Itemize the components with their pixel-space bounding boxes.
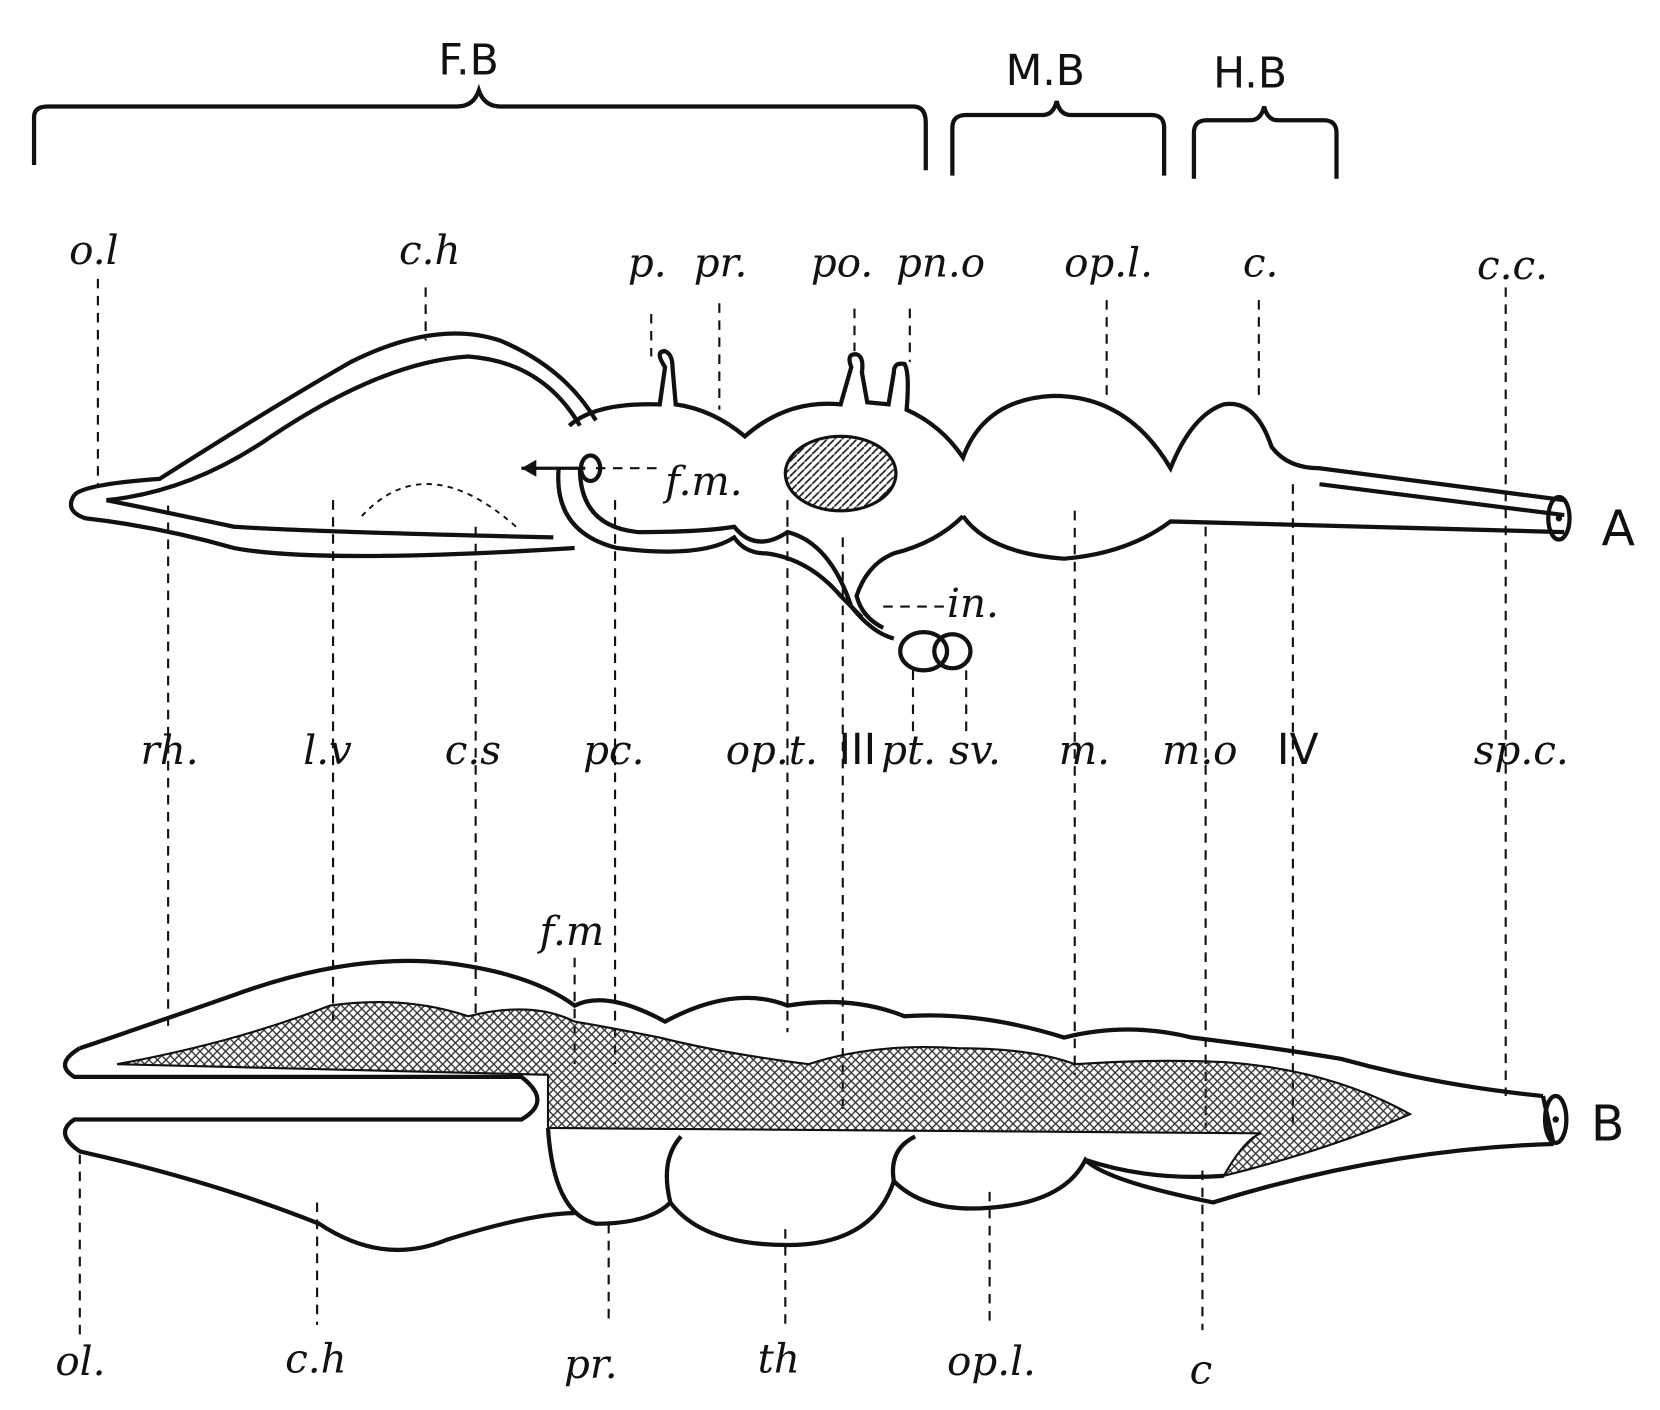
label-po: po. — [811, 239, 873, 287]
figure-a-top-labels: o.l c.h p. pr. po. pn.o op.l. c. c.c. f.… — [69, 226, 1548, 627]
label-III: III — [839, 725, 877, 775]
label-spc: sp.c. — [1474, 726, 1569, 774]
label-th: th — [758, 1335, 800, 1383]
header-forebrain: F.B — [438, 36, 498, 86]
label-c: c. — [1243, 239, 1279, 287]
label-pno: pn.o — [896, 239, 985, 287]
region-braces — [31, 83, 1339, 179]
label-pt: pt. — [881, 726, 936, 774]
label-m: m. — [1059, 726, 1110, 774]
middle-labels: rh. l.v c.s pc. op.t. III pt. sv. m. m.o… — [140, 725, 1568, 775]
label-sv: sv. — [949, 726, 1001, 774]
label-ol: o.l — [69, 226, 118, 274]
header-midbrain: M.B — [1006, 46, 1085, 96]
figure-a-outline — [68, 331, 1572, 673]
label-rh: rh. — [140, 726, 198, 774]
label-fm-b: f.m — [537, 907, 605, 955]
figure-label-b: B — [1591, 1096, 1625, 1153]
label-pr: pr. — [694, 239, 748, 287]
label-ol-b: ol. — [55, 1337, 105, 1385]
label-pr-b: pr. — [564, 1340, 618, 1388]
label-lv: l.v — [303, 726, 352, 774]
header-hindbrain: H.B — [1213, 48, 1287, 98]
label-cs: c.s — [445, 726, 501, 774]
figure-b-outline — [63, 958, 1569, 1253]
label-opt: op.t. — [726, 726, 818, 774]
label-opl-b: op.l. — [947, 1337, 1036, 1385]
label-ch-b: c.h — [285, 1335, 347, 1383]
label-ch: c.h — [399, 226, 461, 274]
label-opl: op.l. — [1064, 239, 1153, 287]
label-mo: m.o — [1162, 726, 1238, 774]
figure-label-a: A — [1601, 500, 1635, 557]
label-fm-a: f.m. — [662, 457, 743, 505]
label-p: p. — [628, 239, 667, 287]
label-pc: pc. — [583, 726, 644, 774]
figure-b-bottom-labels: ol. c.h pr. th op.l. c — [55, 1335, 1212, 1394]
label-cc: c.c. — [1477, 241, 1548, 289]
label-c-b: c — [1190, 1345, 1213, 1393]
label-IV: IV — [1277, 725, 1319, 775]
label-in: in. — [947, 579, 999, 627]
pointer-lines — [78, 278, 1507, 1336]
